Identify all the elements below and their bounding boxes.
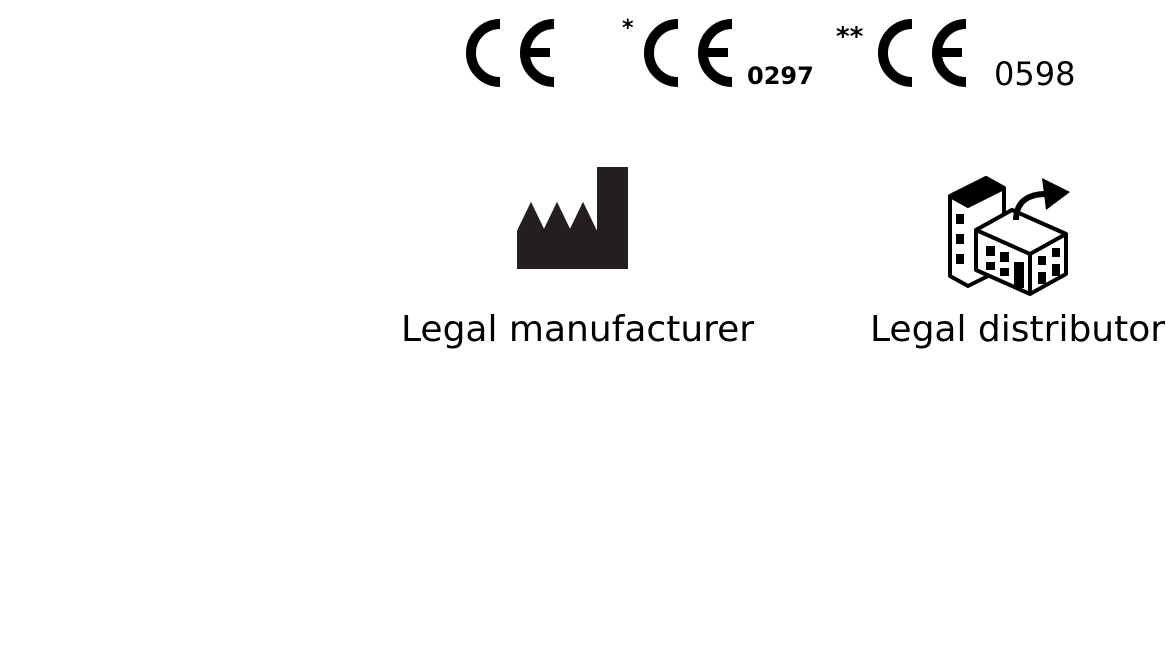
ce-logo-icon [644, 19, 733, 87]
ce-mark-0297 [640, 16, 740, 90]
ce-logo-icon [466, 19, 555, 87]
notified-body-number: 0297 [747, 62, 814, 90]
legal-distributor-label: Legal distributor [870, 309, 1166, 350]
ce-asterisk: ** [836, 22, 864, 52]
ce-logo-icon [878, 19, 967, 87]
ce-mark [462, 16, 562, 90]
distributor-building-icon [946, 172, 1072, 298]
ce-asterisk: * [622, 16, 634, 41]
legal-manufacturer-label: Legal manufacturer [401, 309, 755, 350]
factory-icon [517, 167, 629, 269]
ce-mark-0598 [874, 16, 974, 90]
notified-body-number: 0598 [994, 55, 1076, 93]
